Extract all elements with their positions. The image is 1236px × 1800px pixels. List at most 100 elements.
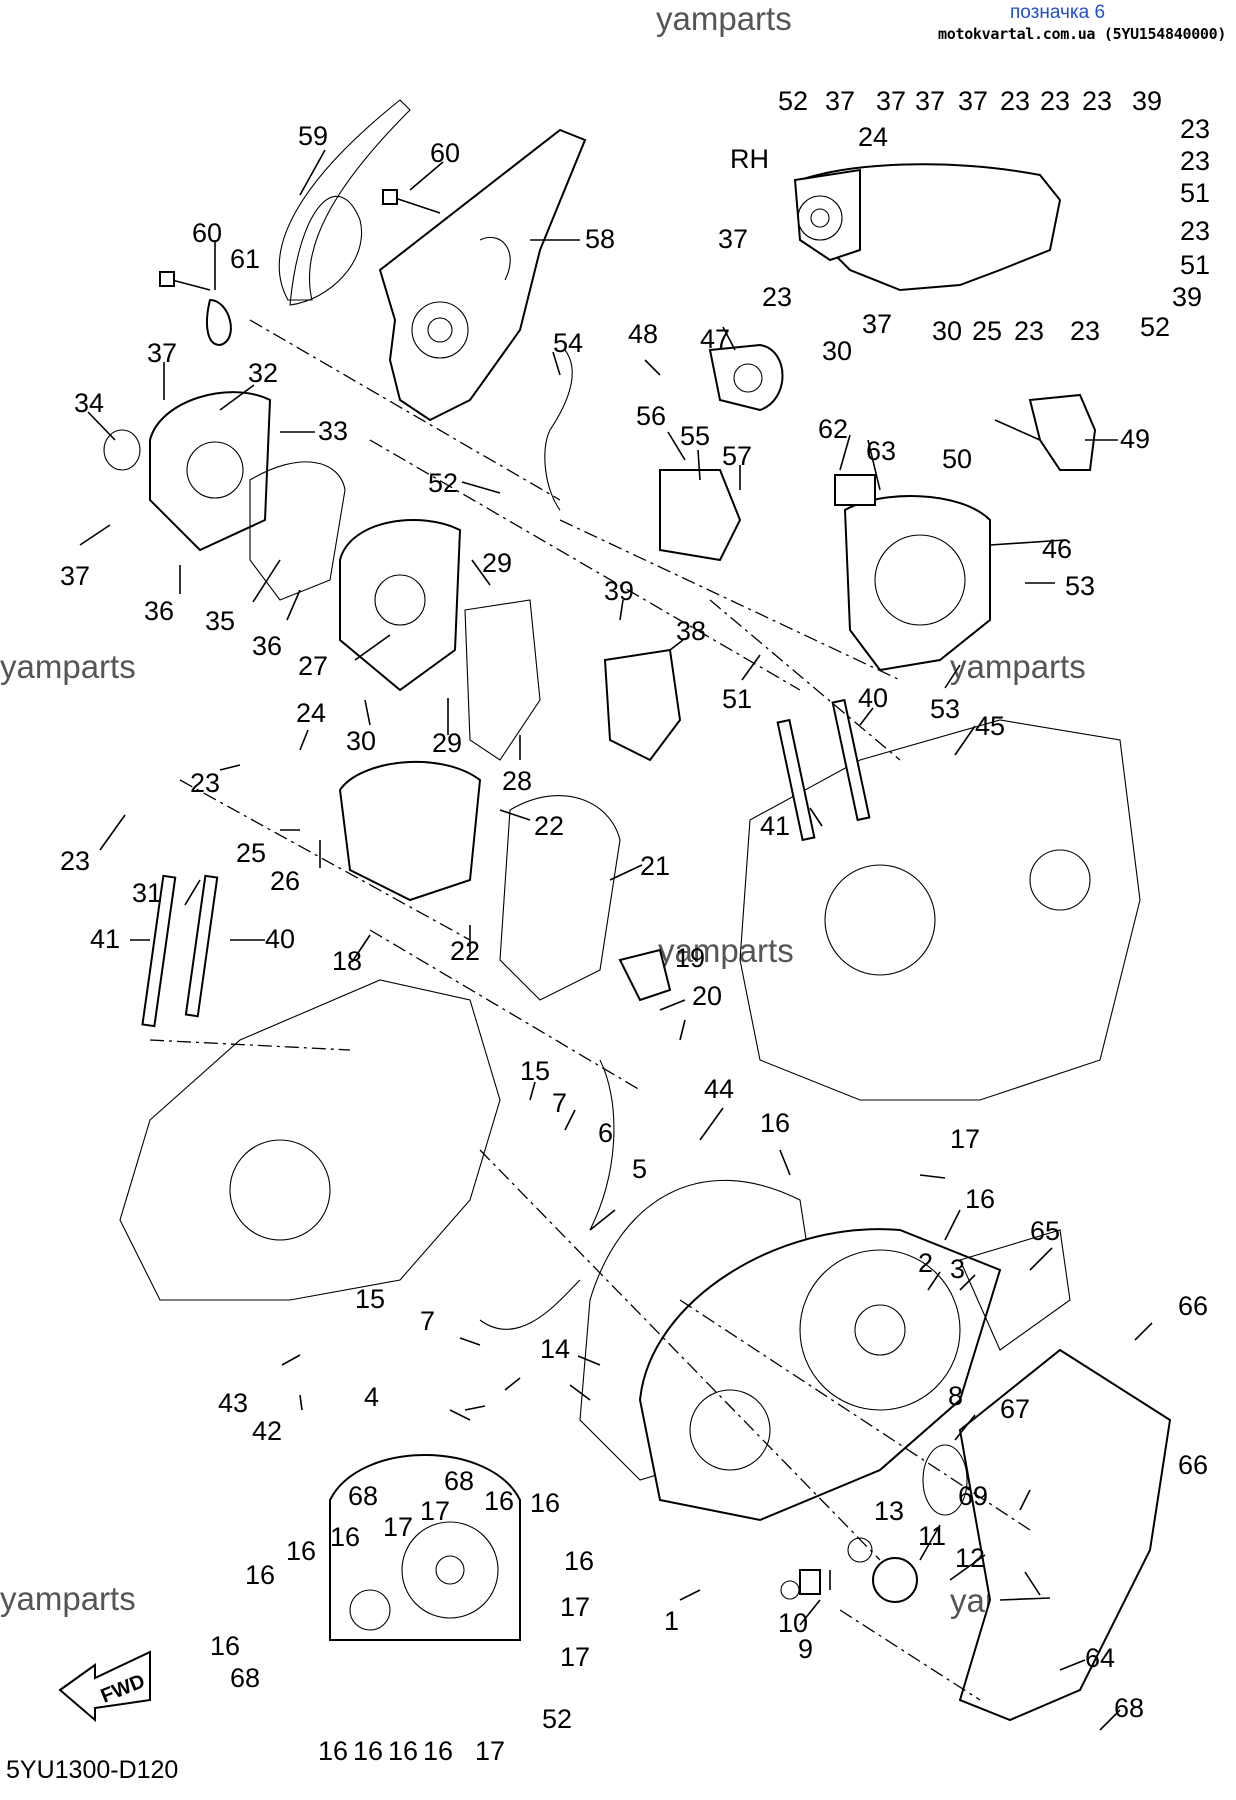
stud-40a <box>831 698 871 822</box>
cover-59 <box>278 99 411 306</box>
callout-1: 1 <box>664 1606 679 1636</box>
callout-31: 31 <box>132 878 162 908</box>
callout-16: 16 <box>423 1736 453 1766</box>
callout-9: 9 <box>798 1634 813 1664</box>
callout-48: 48 <box>628 319 658 349</box>
callout-37: 30 <box>932 316 962 346</box>
callout-68: 68 <box>1114 1693 1144 1723</box>
gasket-21 <box>499 795 621 1001</box>
callout-22: 22 <box>534 811 564 841</box>
callout-37: 37 <box>958 86 988 116</box>
callout-7: 7 <box>552 1088 567 1118</box>
callout-8: 8 <box>948 1381 963 1411</box>
bracket-55 <box>659 469 742 562</box>
callout-52: 30 <box>822 336 852 366</box>
bracket-65 <box>959 1229 1071 1351</box>
crankcase-left-bore <box>229 1139 331 1241</box>
callout-53: 53 <box>930 694 960 724</box>
callout-30: 30 <box>346 726 376 756</box>
oring-34 <box>103 429 141 471</box>
callout-3: 3 <box>950 1254 965 1284</box>
crankcase-right-bore <box>824 864 936 976</box>
callout-37: 37 <box>876 86 906 116</box>
callout-16: 16 <box>388 1736 418 1766</box>
callout-12: 12 <box>955 1543 985 1573</box>
callout-16: 16 <box>530 1488 560 1518</box>
callout-50: 50 <box>942 444 972 474</box>
callout-61: 61 <box>230 244 260 274</box>
callout-23: 23 <box>1070 316 1100 346</box>
callout-29: 29 <box>432 728 462 758</box>
callout-51: 23 <box>762 282 792 312</box>
plate-47 <box>708 343 784 412</box>
callout-66: 66 <box>1178 1291 1208 1321</box>
callout-23: 39 <box>1172 282 1202 312</box>
callout-25: 25 <box>236 838 266 868</box>
callout-63: 63 <box>866 436 896 466</box>
callout-58: 58 <box>585 224 615 254</box>
callout-20: 20 <box>692 981 722 1011</box>
callout-24: 24 <box>296 698 326 728</box>
callout-15: 15 <box>355 1284 385 1314</box>
callout-23: 39 <box>1132 86 1162 116</box>
callout-16: 16 <box>286 1536 316 1566</box>
callout-68: 68 <box>230 1663 260 1693</box>
bracket-19 <box>618 948 672 1002</box>
cover-64 <box>958 1348 1172 1722</box>
stud-41a <box>776 718 816 842</box>
callout-29: 29 <box>482 548 512 578</box>
callout-23: 23 <box>1180 146 1210 176</box>
callout-27: 27 <box>298 651 328 681</box>
callout-59: 59 <box>298 121 328 151</box>
callout-4: 4 <box>364 1382 379 1412</box>
callout-28: 28 <box>502 766 532 796</box>
callout-62: 62 <box>818 414 848 444</box>
guide-5 <box>589 1059 615 1231</box>
callout-16: 16 <box>760 1108 790 1138</box>
callout-17: 17 <box>383 1512 413 1542</box>
clamp-63 <box>834 474 876 506</box>
page-title[interactable]: позначка 6 <box>1010 2 1106 23</box>
callout-53: 53 <box>1065 571 1095 601</box>
callout-36: 36 <box>144 596 174 626</box>
callout-23: 52 <box>1140 312 1170 342</box>
callout-45: 45 <box>975 711 1005 741</box>
construction-lines <box>149 319 1031 1701</box>
callout-16: 16 <box>210 1631 240 1661</box>
fwd-arrow-icon: FWD <box>58 1650 151 1723</box>
callout-44: 44 <box>704 1074 734 1104</box>
bolt-60a <box>382 189 441 214</box>
callout-2: 2 <box>918 1248 933 1278</box>
callout-38: 38 <box>676 616 706 646</box>
callout-40: 40 <box>858 683 888 713</box>
callout-52: 52 <box>428 468 458 498</box>
callout-23: 51 <box>1180 178 1210 208</box>
callout-41: 41 <box>90 924 120 954</box>
watermark-top: yamparts <box>656 0 792 37</box>
callout-24: 23 <box>1180 114 1210 144</box>
callout-23: 23 <box>1040 86 1070 116</box>
callout-35: 35 <box>205 606 235 636</box>
callout-52: 52 <box>778 86 808 116</box>
callout-65: 65 <box>1030 1216 1060 1246</box>
callout-23: 23 <box>1082 86 1112 116</box>
callout-66: 66 <box>1178 1450 1208 1480</box>
callout-67: 67 <box>1000 1394 1030 1424</box>
callout-60: 60 <box>192 218 222 248</box>
gasket-54 <box>544 349 573 511</box>
callout-23: 23 <box>60 846 90 876</box>
crankcase-left <box>119 979 501 1301</box>
callout-54: 54 <box>553 328 583 358</box>
callout-41: 41 <box>760 811 790 841</box>
callout-16: 16 <box>564 1546 594 1576</box>
callout-6: 6 <box>598 1118 613 1148</box>
watermark: yamparts <box>950 648 1086 685</box>
callout-49: 49 <box>1120 424 1150 454</box>
callout-64: 64 <box>1085 1643 1115 1673</box>
leader-lines <box>79 149 1153 1731</box>
callout-39: 24 <box>858 122 888 152</box>
callout-17: 17 <box>560 1592 590 1622</box>
callout-16: 16 <box>318 1736 348 1766</box>
rh-cover <box>793 163 1062 292</box>
crankcase-right <box>739 719 1141 1101</box>
